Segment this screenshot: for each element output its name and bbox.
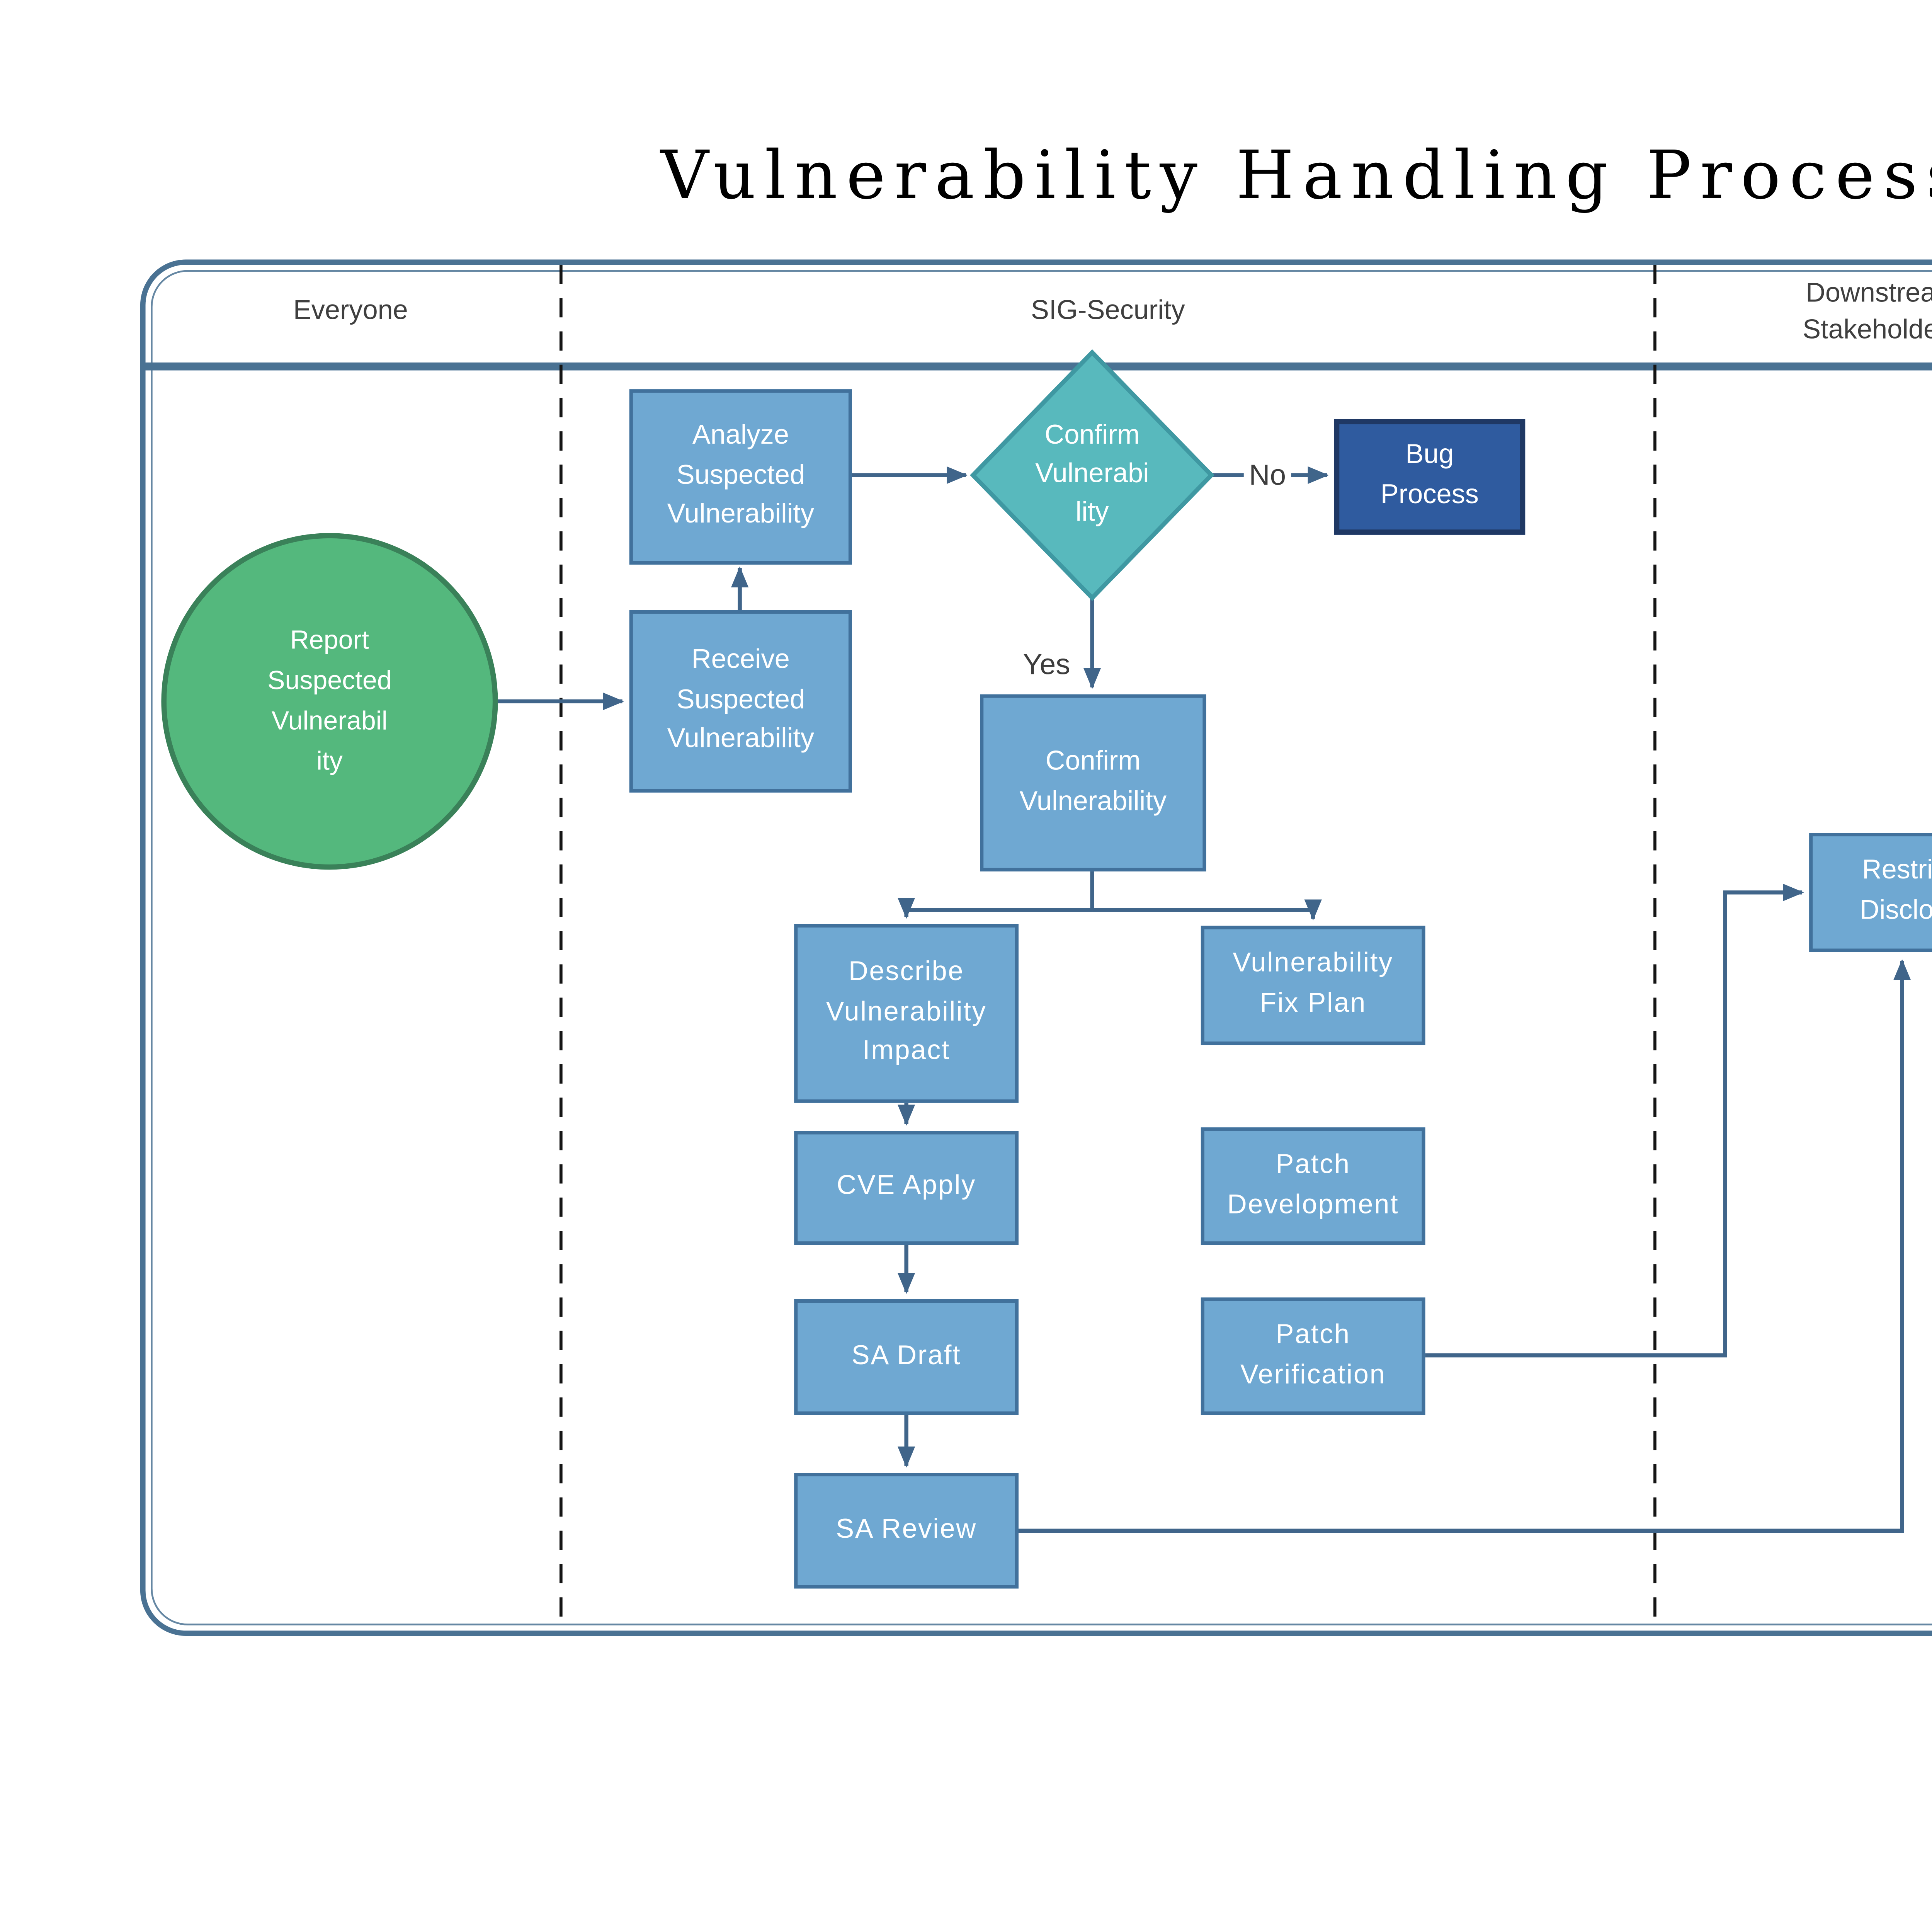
node-patch-development: Patch Development: [1201, 1127, 1425, 1245]
node-vulnerability-fix-plan: Vulnerability Fix Plan: [1201, 926, 1425, 1045]
lane-header-everyone-left: Everyone: [293, 297, 408, 327]
node-receive-suspected-vulnerability: Receive Suspected Vulnerability: [629, 610, 852, 793]
diagram-title: Vulnerability Handling Process: [660, 136, 1932, 214]
node-describe-vulnerability-impact: Describe Vulnerability Impact: [794, 924, 1019, 1103]
node-sa-draft: SA Draft: [794, 1299, 1019, 1415]
node-cve-apply: CVE Apply: [794, 1131, 1019, 1245]
node-confirm-vulnerability-decision: Confirm Vulnerabi lity: [1035, 420, 1149, 528]
lane-header-sig-security: SIG-Security: [1031, 297, 1185, 327]
node-analyze-suspected-vulnerability: Analyze Suspected Vulnerability: [629, 389, 852, 565]
node-report-suspected-vulnerability: Report Suspected Vulnerabil ity: [161, 533, 498, 870]
node-patch-verification: Patch Verification: [1201, 1297, 1425, 1415]
swimlane-frame: [140, 259, 1932, 1636]
swimlane-frame-inner-line: [151, 270, 1932, 1625]
node-sa-review: SA Review: [794, 1473, 1019, 1589]
node-restricted-disclosure: Restricted Disclosure: [1809, 833, 1932, 952]
edge-label-no: No: [1243, 460, 1291, 494]
node-bug-process: Bug Process: [1334, 419, 1526, 535]
node-confirm-vulnerability: Confirm Vulnerability: [980, 694, 1206, 871]
edge-label-yes: Yes: [1017, 649, 1076, 683]
lane-header-downstream-stakeholders: Downstream Stakeholders: [1803, 279, 1932, 345]
